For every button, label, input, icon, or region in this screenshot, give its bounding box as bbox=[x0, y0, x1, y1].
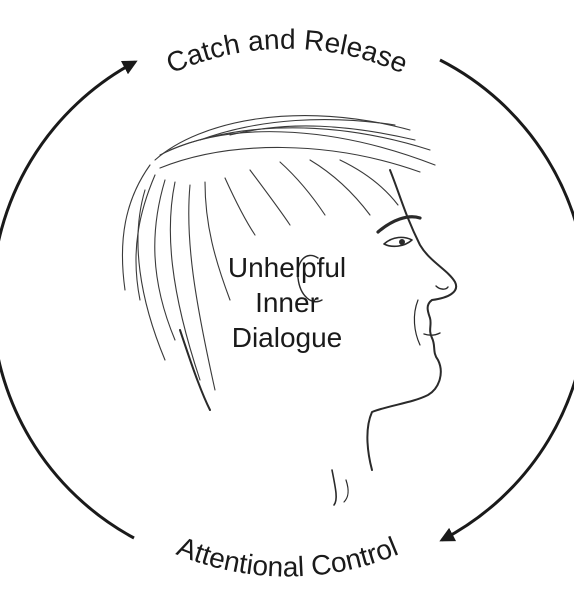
bottom-cycle-label-path: Attentional Control bbox=[173, 531, 402, 583]
center-label-line2: Inner bbox=[255, 287, 319, 318]
top-cycle-label: Catch and Release bbox=[162, 24, 413, 79]
top-cycle-label-path: Catch and Release bbox=[162, 24, 413, 79]
head-profile-sketch-icon bbox=[121, 115, 458, 506]
bottom-cycle-label: Attentional Control bbox=[173, 531, 402, 583]
left-cycle-arrow bbox=[0, 60, 138, 540]
center-label-line3: Dialogue bbox=[231, 322, 343, 353]
center-label-line1: Unhelpful bbox=[227, 252, 347, 283]
center-label: Unhelpful Inner Dialogue bbox=[187, 250, 387, 355]
right-cycle-arrow bbox=[439, 58, 574, 542]
